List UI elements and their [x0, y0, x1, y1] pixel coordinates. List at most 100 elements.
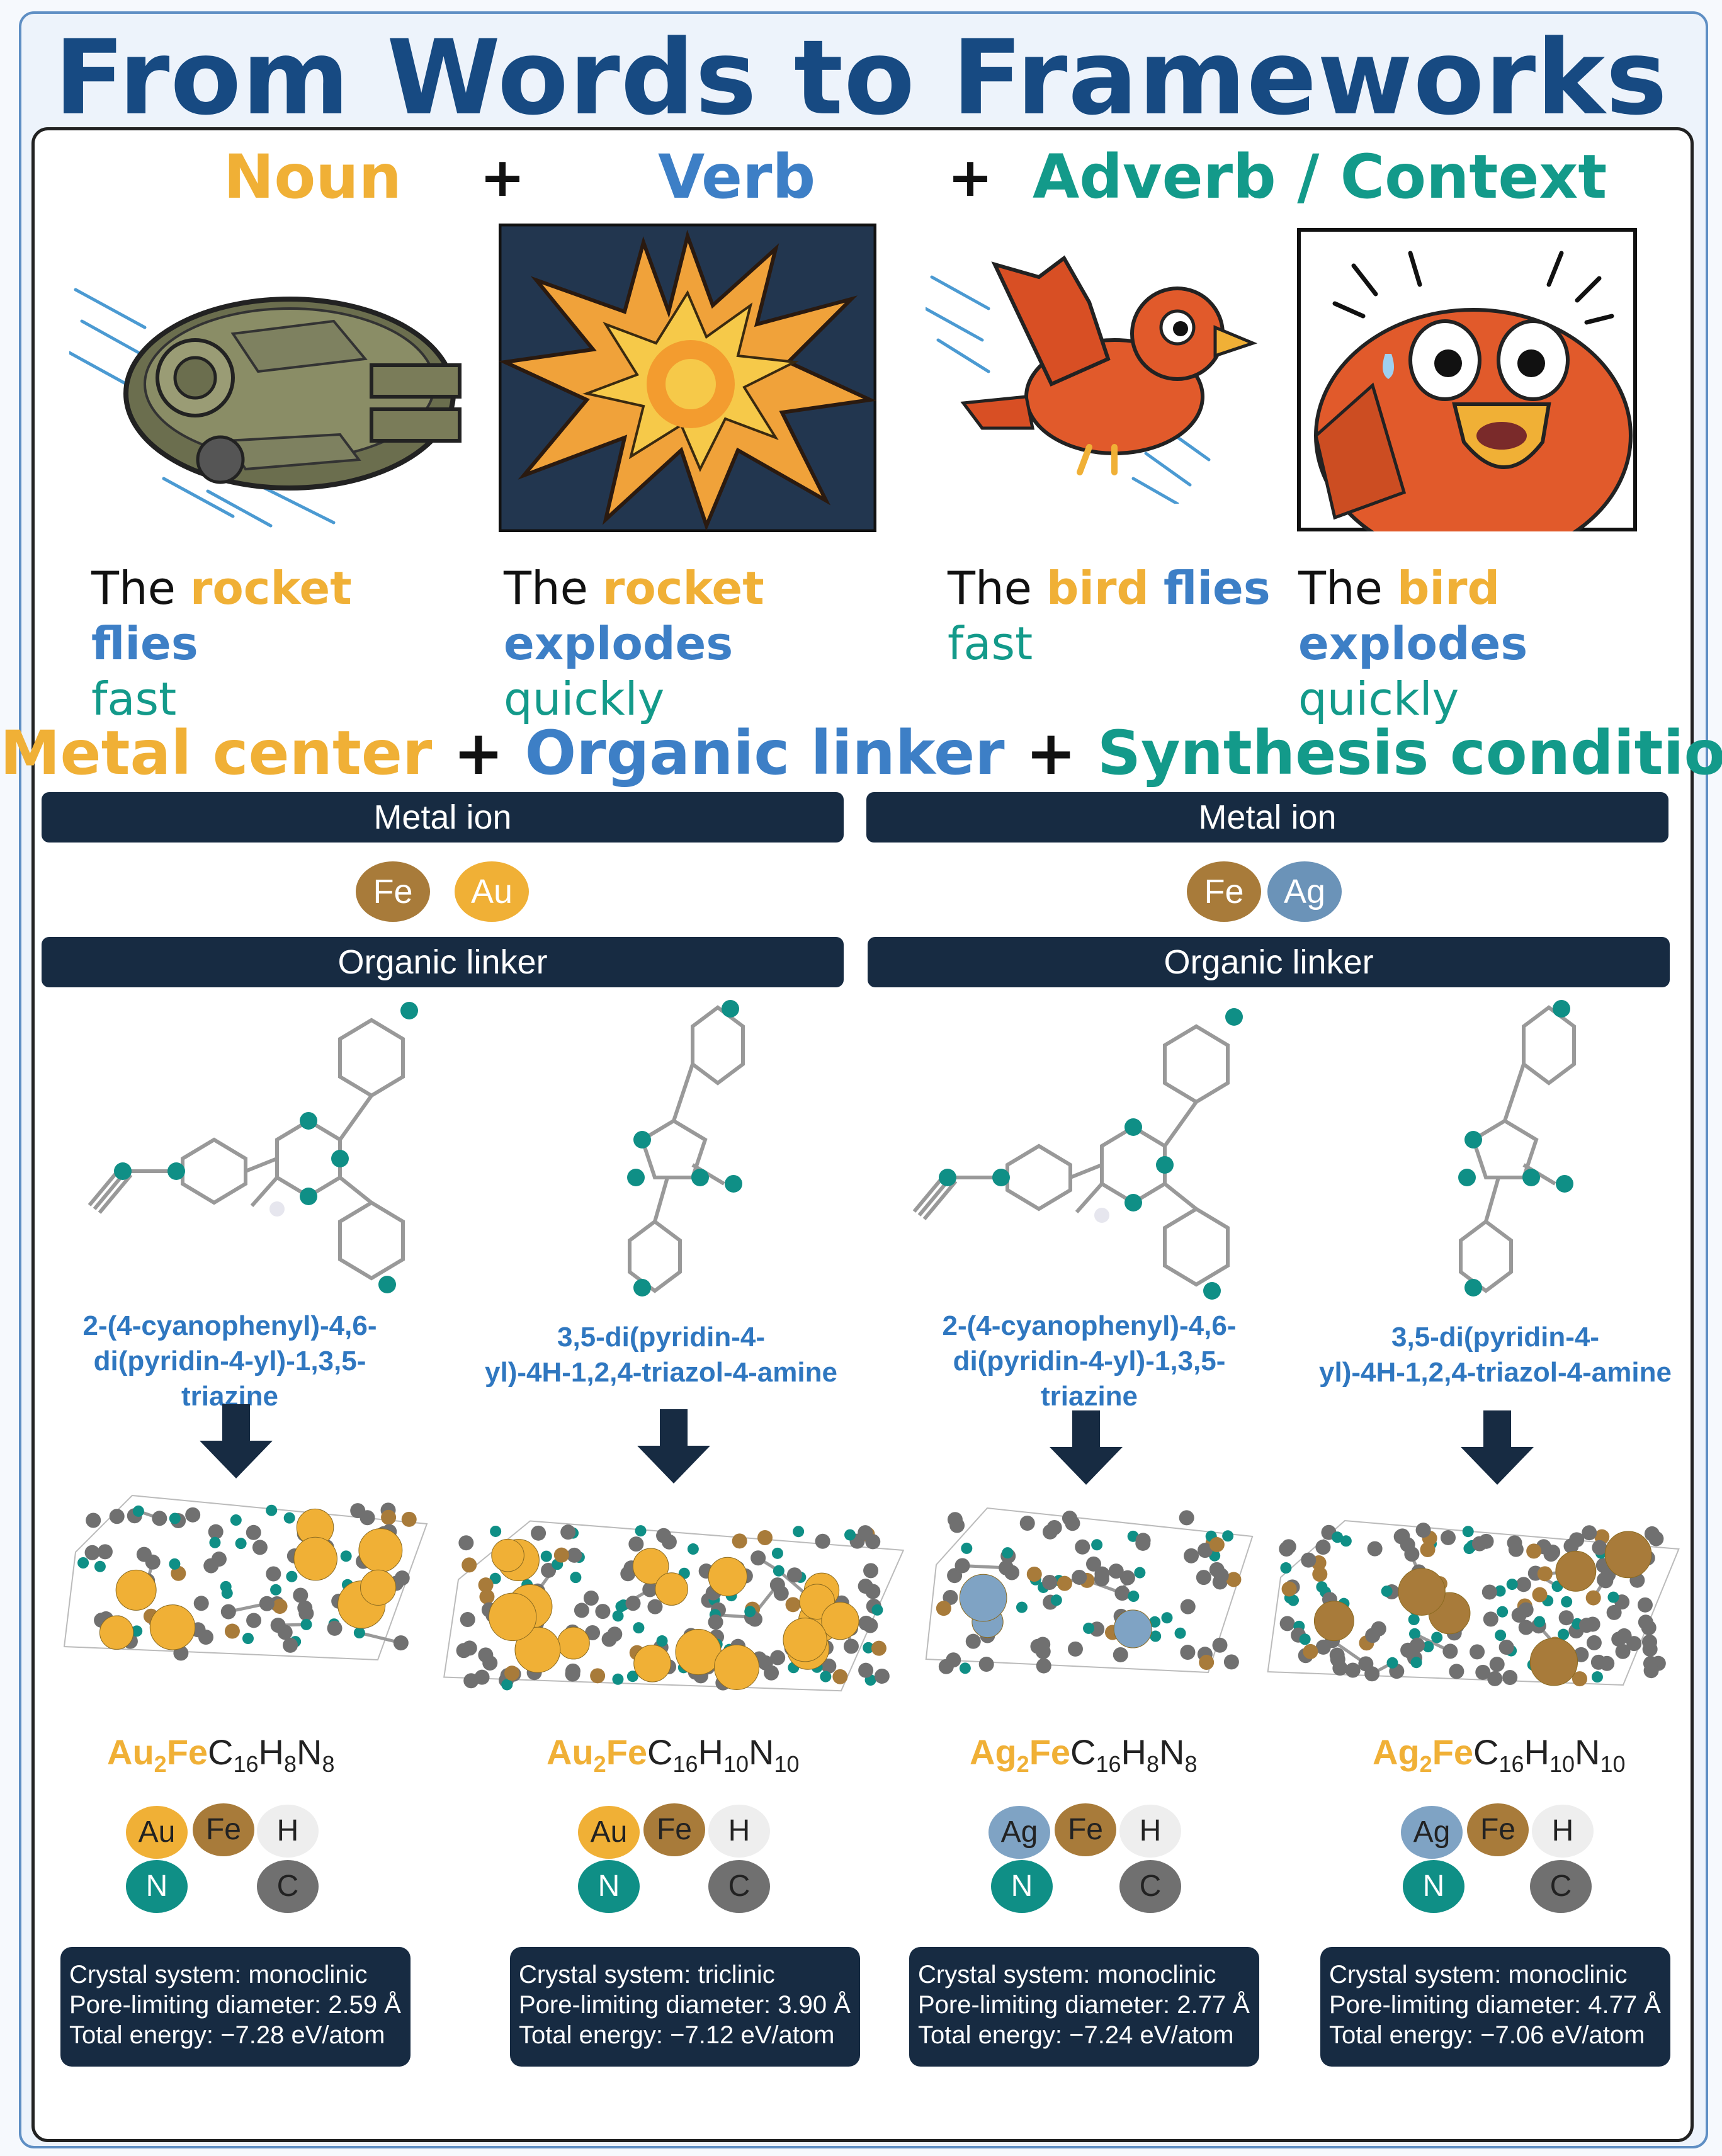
linker-name-line: di(pyridin-4-yl)-1,3,5- [953, 1346, 1226, 1376]
crystal-structure-au-fe-c16h10n10 [443, 1520, 905, 1692]
formula-element: C [647, 1732, 673, 1772]
crystal-structure-ag-fe-c16h10n10 [1267, 1519, 1680, 1687]
linker-name: 2-(4-cyanophenyl)-4,6- di(pyridin-4-yl)-… [910, 1308, 1269, 1414]
formula-subscript: 8 [1184, 1751, 1198, 1778]
pore-limiting-diameter: Pore-limiting diameter: 2.77 Å [918, 1991, 1250, 2019]
legend-element-4: C [1530, 1860, 1592, 1913]
sentence-adverb: quickly [504, 672, 665, 725]
linker-name: 3,5-di(pyridin-4- yl)-4H-1,2,4-triazol-4… [1297, 1320, 1694, 1390]
formula-element: C [208, 1732, 234, 1772]
chemical-formula: Au2FeC16H10N10 [547, 1732, 800, 1778]
legend-element-0: Au [126, 1806, 188, 1859]
sentence-verb: explodes [1298, 617, 1528, 670]
section-organic-linker: Organic linker [524, 718, 1005, 788]
formula-iron: Fe [1432, 1732, 1474, 1772]
formula-subscript: 8 [1147, 1751, 1160, 1778]
formula-subscript: 2 [1016, 1751, 1029, 1778]
metal-ion-bar: Metal ion [866, 792, 1668, 843]
formula-iron: Fe [1029, 1732, 1071, 1772]
properties-box: Crystal system: triclinic Pore-limiting … [510, 1947, 860, 2067]
plus-sign: + [948, 146, 994, 209]
sentence-verb: flies [91, 617, 198, 670]
formula-subscript: 16 [1096, 1751, 1121, 1778]
formula-element: N [1575, 1732, 1600, 1772]
sentence-word: The [504, 562, 588, 615]
formula-subscript: 8 [284, 1751, 297, 1778]
legend-element-1: Fe [1055, 1803, 1116, 1856]
formula-element: H [1121, 1732, 1147, 1772]
linker-name: 3,5-di(pyridin-4- yl)-4H-1,2,4-triazol-4… [466, 1320, 856, 1390]
linker-name-line: 3,5-di(pyridin-4- [557, 1322, 766, 1353]
formula-element: N [1159, 1732, 1185, 1772]
legend-element-4: C [708, 1860, 770, 1913]
sentence-verb: explodes [504, 617, 734, 670]
down-arrow-icon [637, 1409, 710, 1484]
legend-element-3: N [578, 1860, 640, 1913]
crystal-structure-ag-fe-c16h8n8 [925, 1507, 1254, 1674]
legend-element-2: H [1532, 1805, 1594, 1858]
linker-name-line: 3,5-di(pyridin-4- [1391, 1322, 1600, 1353]
sentence-noun: rocket [602, 562, 764, 615]
sentence-4: The bird explodes quickly [1298, 560, 1676, 727]
metal-ion-bar: Metal ion [42, 792, 844, 843]
formula-element: C [1070, 1732, 1096, 1772]
linker-name: 2-(4-cyanophenyl)-4,6- di(pyridin-4-yl)-… [50, 1308, 409, 1414]
total-energy: Total energy: −7.06 eV/atom [1329, 2021, 1645, 2049]
formula-metal: Ag [970, 1732, 1017, 1772]
pore-limiting-diameter: Pore-limiting diameter: 2.59 Å [69, 1991, 401, 2019]
sentence-word: The [1298, 562, 1383, 615]
linker-name-line: 2-(4-cyanophenyl)-4,6- [82, 1310, 377, 1341]
legend-element-0: Au [578, 1806, 640, 1859]
formula-subscript: 16 [233, 1751, 259, 1778]
pore-limiting-diameter: Pore-limiting diameter: 3.90 Å [519, 1991, 851, 2019]
sentence-noun: bird [1396, 562, 1500, 615]
properties-box: Crystal system: monoclinic Pore-limiting… [909, 1947, 1259, 2067]
total-energy: Total energy: −7.24 eV/atom [918, 2021, 1234, 2049]
crystal-structure-au-fe-c16h8n8 [63, 1494, 428, 1661]
legend-element-4: C [257, 1860, 319, 1913]
formula-iron: Fe [166, 1732, 208, 1772]
formula-element: H [698, 1732, 723, 1772]
down-arrow-icon [1461, 1410, 1534, 1485]
legend-element-1: Fe [643, 1803, 705, 1856]
section-metal-center: Metal center [0, 718, 433, 788]
crystal-system: Crystal system: monoclinic [69, 1961, 368, 1989]
legend-element-4: C [1119, 1860, 1181, 1913]
linker-name-line: yl)-4H-1,2,4-triazol-4-amine [485, 1357, 837, 1388]
linker-name-line: 2-(4-cyanophenyl)-4,6- [942, 1310, 1237, 1341]
legend-element-3: N [126, 1860, 188, 1913]
formula-element: H [1524, 1732, 1549, 1772]
triazole-amine-structure [1458, 1000, 1576, 1296]
plus-sign: + [1025, 718, 1077, 788]
formula-subscript: 10 [1600, 1751, 1626, 1778]
sentence-adverb: fast [91, 672, 177, 725]
legend-element-0: Ag [988, 1806, 1050, 1859]
sentence-word: The [91, 562, 176, 615]
organic-linker-bar: Organic linker [868, 937, 1670, 987]
properties-box: Crystal system: monoclinic Pore-limiting… [60, 1947, 411, 2067]
triazine-linker-structure [912, 1008, 1243, 1300]
explosion-illustration [499, 224, 876, 532]
sentence-verb: flies [1163, 562, 1271, 615]
sentence-2: The rocket explodes quickly [504, 560, 881, 727]
formula-metal: Au [547, 1732, 594, 1772]
linker-name-line: di(pyridin-4-yl)-1,3,5- [93, 1346, 366, 1376]
formula-subscript: 2 [154, 1751, 167, 1778]
organic-linker-bar: Organic linker [42, 937, 844, 987]
sentence-noun: bird [1046, 562, 1150, 615]
heading-verb: Verb [658, 142, 816, 212]
triazine-linker-structure [88, 1002, 418, 1293]
crystal-system: Crystal system: triclinic [519, 1961, 775, 1989]
sentence-noun: rocket [190, 562, 352, 615]
down-arrow-icon [200, 1404, 273, 1478]
page-title: From Words to Frameworks [54, 18, 1668, 138]
formula-element: N [749, 1732, 774, 1772]
formula-element: H [258, 1732, 284, 1772]
legend-element-1: Fe [193, 1803, 254, 1856]
plus-sign: + [480, 146, 526, 209]
formula-subscript: 10 [723, 1751, 749, 1778]
triazole-amine-structure [627, 1000, 745, 1296]
legend-element-2: H [708, 1805, 770, 1858]
scared-bird-illustration [1297, 228, 1637, 531]
linker-name-line: yl)-4H-1,2,4-triazol-4-amine [1319, 1357, 1672, 1388]
